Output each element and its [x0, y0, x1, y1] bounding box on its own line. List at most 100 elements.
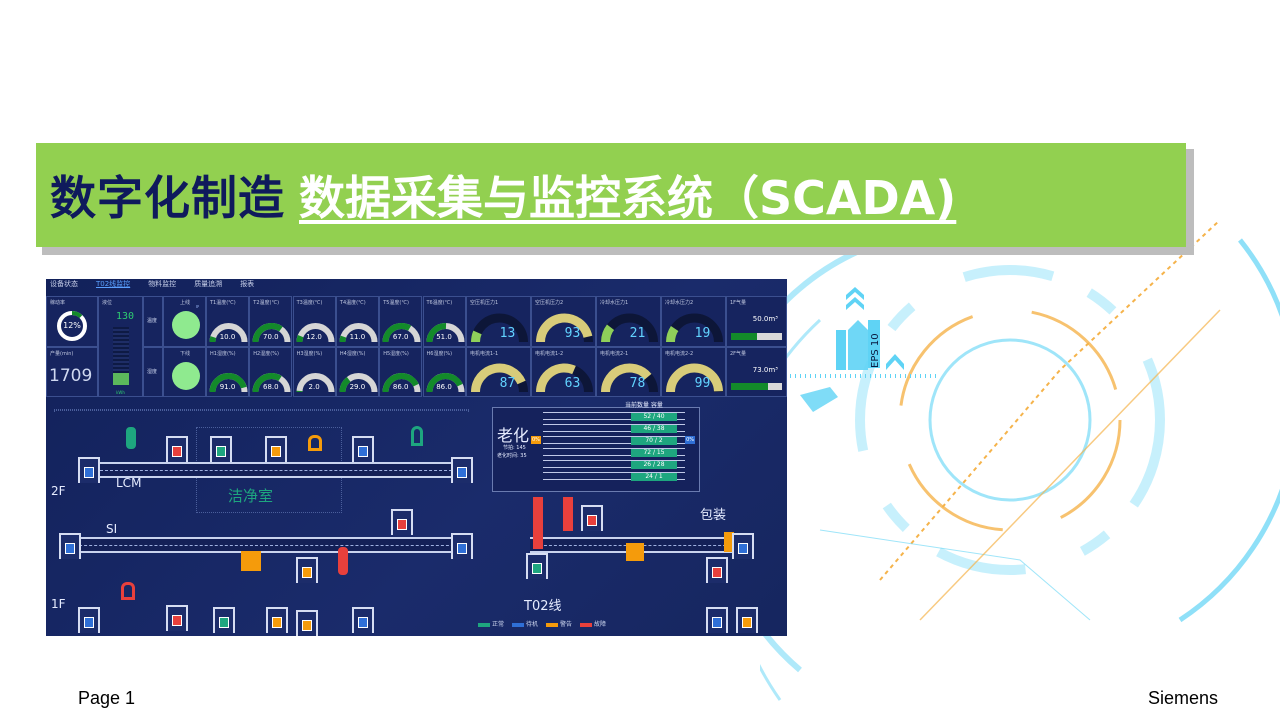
station[interactable]	[732, 533, 754, 559]
aging-value: 24 / 1	[631, 473, 677, 481]
station[interactable]	[166, 605, 188, 631]
tank-value: 130	[115, 311, 134, 322]
gauge-label: T3温度(℃)	[296, 300, 323, 306]
gauge-arc	[666, 313, 723, 343]
gauge-value: 29.0	[349, 383, 366, 391]
gauge-arc	[536, 313, 593, 343]
gauge-arc	[382, 323, 421, 343]
title-main: 数字化制造	[50, 171, 285, 225]
aging-value: 72 / 15	[631, 449, 677, 457]
gauge-cell: H5湿度(%) 86.0	[379, 347, 423, 397]
station[interactable]	[352, 607, 374, 633]
gauge-arc	[209, 323, 248, 343]
gauge-cell: H3湿度(%) 2.0	[292, 347, 336, 397]
volume-label: 1F气量	[730, 300, 747, 306]
station[interactable]	[59, 533, 81, 559]
agv-robot	[626, 543, 644, 561]
station[interactable]	[451, 533, 473, 559]
aging-stat: 老化时间: 35	[497, 453, 527, 459]
gauge-value: 2.0	[308, 383, 320, 391]
gauge-label: H2湿度(%)	[253, 351, 279, 357]
gauge-label: T4温度(℃)	[339, 300, 366, 306]
fault-gate	[563, 497, 573, 531]
gauge-label: 冷却水压力2	[665, 300, 694, 306]
station[interactable]	[451, 457, 473, 483]
station[interactable]	[352, 436, 374, 462]
gauge-arc	[252, 323, 291, 343]
gauge-label: 电机电流1-2	[535, 351, 564, 357]
si-label: SI	[106, 522, 118, 536]
gauge-value: 68.0	[263, 383, 279, 391]
gauge-label: T2温度(℃)	[253, 300, 280, 306]
aging-header: 当前数量 容量	[625, 402, 663, 409]
gauge-value: 67.0	[392, 333, 409, 341]
gauge-label: 电机电流2-1	[600, 351, 629, 357]
gauge-value: 93	[564, 326, 581, 341]
station[interactable]	[581, 505, 603, 531]
aging-row: 46 / 38	[543, 424, 685, 433]
floor-1f-label: 1F	[51, 597, 66, 611]
gauge-arc	[471, 313, 528, 343]
station[interactable]	[78, 607, 100, 633]
station[interactable]	[265, 436, 287, 462]
station[interactable]	[210, 436, 232, 462]
station[interactable]	[166, 436, 188, 462]
aging-value: 46 / 38	[631, 425, 677, 433]
station[interactable]	[736, 607, 758, 633]
tank-unit: kWh	[116, 390, 125, 395]
station[interactable]	[213, 607, 235, 633]
gauge-cell: T1温度(℃) 10.0	[206, 296, 249, 347]
ring-label: 稼动率	[50, 300, 66, 306]
robot-arm	[126, 427, 136, 449]
gauge-label: H1湿度(%)	[210, 351, 236, 357]
station[interactable]	[296, 610, 318, 636]
scada-tabs: 设备状态 T02线监控 物料监控 质量追溯 报表	[46, 279, 254, 293]
guide-line	[54, 409, 469, 411]
gauge-arc	[536, 363, 593, 393]
row-label: 温度	[147, 318, 158, 324]
title-bar: 数字化制造 数据采集与监控系统（SCADA)	[36, 143, 1186, 247]
gauge-label: T6温度(℃)	[426, 300, 453, 306]
counter-cell: 产量(min) 1709	[46, 347, 98, 397]
floor-2f-label: 2F	[51, 484, 66, 498]
station[interactable]	[706, 607, 728, 633]
gauge-value: 12.0	[306, 333, 322, 341]
station[interactable]	[266, 607, 288, 633]
ring-value: 12%	[63, 321, 81, 330]
dark-gauge-cell: 电机电流2-2 99	[661, 347, 726, 397]
row-label-cell: 湿度	[143, 347, 163, 397]
status-light-green	[172, 362, 200, 390]
tab[interactable]: 设备状态	[50, 280, 78, 288]
gauge-value: 51.0	[436, 333, 452, 341]
gauge-value: 87	[499, 376, 516, 391]
clean-room-label: 洁净室	[228, 487, 274, 505]
gauge-arc	[601, 313, 658, 343]
gauge-value: 13	[499, 326, 516, 341]
station[interactable]	[296, 557, 318, 583]
lcm-label: LCM	[116, 476, 142, 490]
conveyor-si	[60, 537, 468, 553]
tech-decoration-graphic: EPS 10	[760, 219, 1280, 701]
tab[interactable]: 报表	[240, 280, 255, 288]
gauge-label: 空压机压力2	[535, 300, 564, 306]
station[interactable]	[78, 457, 100, 483]
gauge-label: 电机电流1-1	[470, 351, 499, 357]
station[interactable]	[526, 553, 548, 579]
agv-robot	[241, 551, 261, 571]
gauge-label: T1温度(℃)	[210, 300, 236, 306]
line-title: T02线	[524, 599, 562, 614]
gauge-label: 空压机压力1	[470, 300, 499, 306]
tab-active[interactable]: T02线监控	[96, 280, 131, 288]
gauge-value: 99	[694, 376, 711, 391]
volume-bar	[731, 333, 782, 340]
light-label: 下线	[180, 351, 191, 357]
station[interactable]	[391, 509, 413, 535]
gauge-arc	[296, 373, 335, 393]
station[interactable]	[706, 557, 728, 583]
gauge-cell: T3温度(℃) 12.0	[292, 296, 336, 347]
gauge-label: 电机电流2-2	[665, 351, 694, 357]
tab[interactable]: 质量追溯	[194, 280, 223, 288]
tab[interactable]: 物料监控	[148, 280, 177, 288]
gauge-arc	[471, 363, 528, 393]
